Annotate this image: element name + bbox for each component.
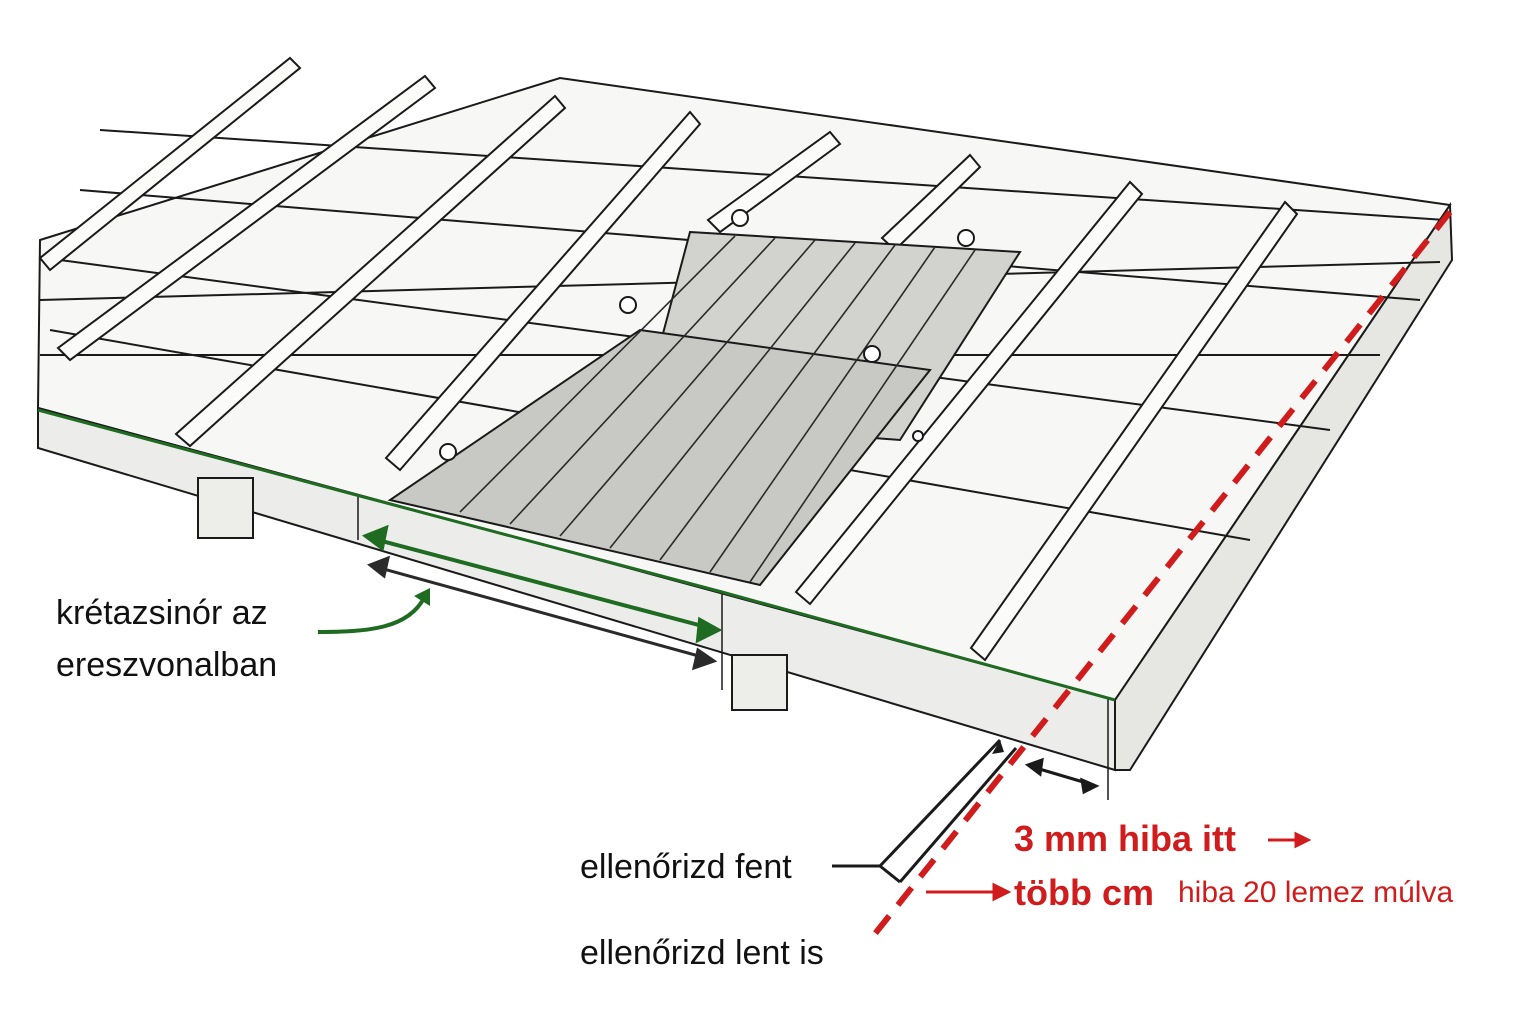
chalk-line bbox=[37, 408, 1116, 702]
check-top-label: ellenőrizd fent bbox=[580, 848, 792, 886]
roofing-screws bbox=[439, 209, 975, 461]
battens bbox=[38, 56, 1299, 662]
check-pointer-arrows bbox=[832, 738, 1018, 884]
error-here-label: 3 mm hiba itt bbox=[1014, 818, 1237, 859]
chalk-line-span-arrow bbox=[361, 524, 723, 644]
chalk-line-pointer-arrow bbox=[317, 588, 430, 634]
check-bottom-label: ellenőrizd lent is bbox=[580, 934, 824, 972]
screw-icon bbox=[957, 229, 975, 247]
screw-icon bbox=[439, 443, 457, 461]
screw-icon bbox=[731, 209, 749, 227]
gap-arrow bbox=[1024, 757, 1100, 795]
corrugation-ridges bbox=[459, 235, 976, 583]
error-later-bold-label: több cm bbox=[1014, 872, 1154, 913]
metal-sheet-lower bbox=[387, 328, 932, 587]
arrow-head bbox=[992, 740, 1004, 754]
screw-icon bbox=[912, 430, 924, 442]
chalk-line-label-line2: ereszvonalban bbox=[56, 646, 278, 684]
sheet-width-arrow bbox=[367, 555, 718, 671]
side-board bbox=[1114, 201, 1454, 771]
error-later-rest-label: hiba 20 lemez múlva bbox=[1178, 876, 1454, 909]
rafter-end bbox=[197, 477, 254, 539]
screw-icon bbox=[863, 345, 881, 363]
rafter-end bbox=[731, 654, 788, 711]
error-dashed-line bbox=[867, 210, 1453, 942]
chalk-line-label-line1: krétazsinór az bbox=[56, 594, 268, 632]
red-arrows bbox=[926, 831, 1312, 902]
screw-icon bbox=[619, 296, 637, 314]
